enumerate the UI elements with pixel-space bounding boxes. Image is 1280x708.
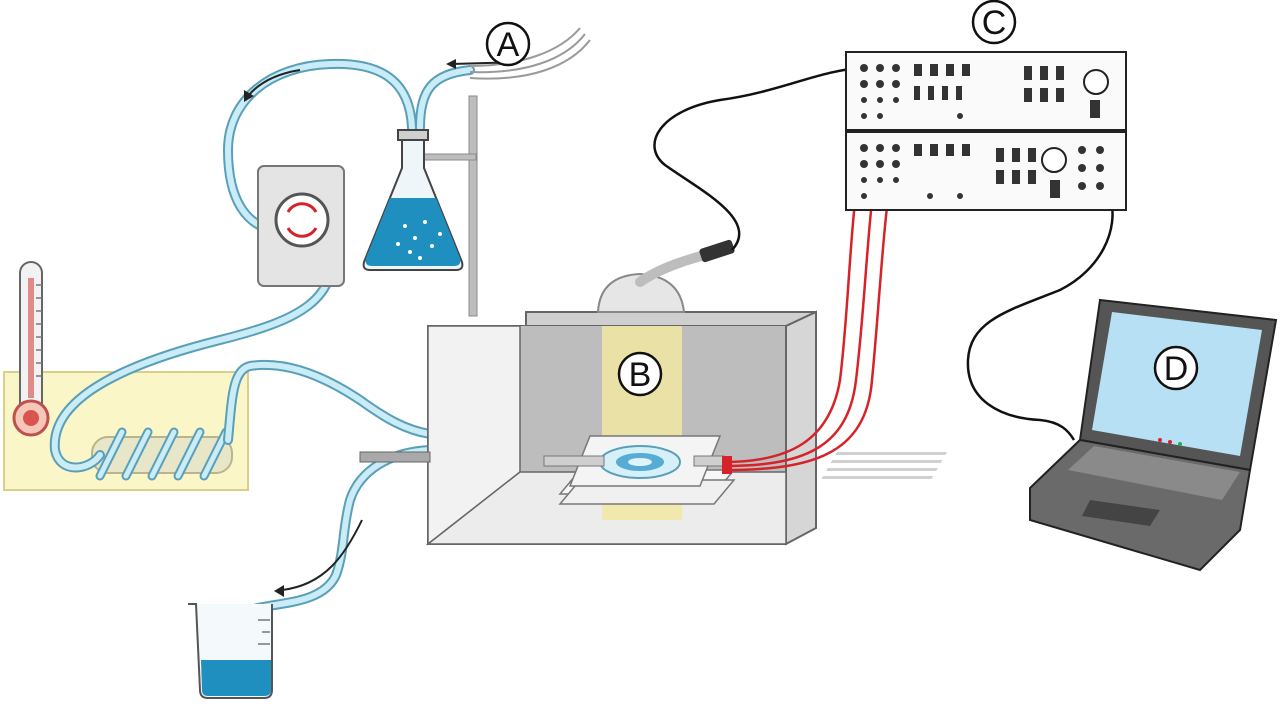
thermometer-icon: [12, 261, 50, 437]
label-b: B: [617, 351, 663, 397]
flow-arrowheads: [244, 59, 456, 597]
peristaltic-pump-icon: [257, 165, 345, 287]
label-a-text: A: [497, 26, 520, 64]
label-a: A: [485, 21, 531, 67]
label-c: C: [971, 0, 1017, 45]
amplifier-icon: [845, 51, 1127, 211]
recording-chamber-icon: [359, 310, 817, 546]
slide-stage: [543, 435, 736, 505]
heating-coil-icon: [91, 427, 233, 481]
laptop-icon: [821, 298, 1278, 572]
erlenmeyer-flask-icon: [362, 129, 464, 271]
cables: [653, 66, 1114, 441]
label-b-text: B: [629, 356, 652, 394]
label-d-text: D: [1164, 350, 1189, 388]
label-c-text: C: [982, 4, 1007, 42]
beaker-icon: [188, 603, 273, 699]
electrode-connector: [722, 456, 732, 474]
gas-inlet-icon: [469, 27, 591, 80]
light-source-icon: [596, 239, 735, 313]
label-d: D: [1153, 345, 1199, 391]
